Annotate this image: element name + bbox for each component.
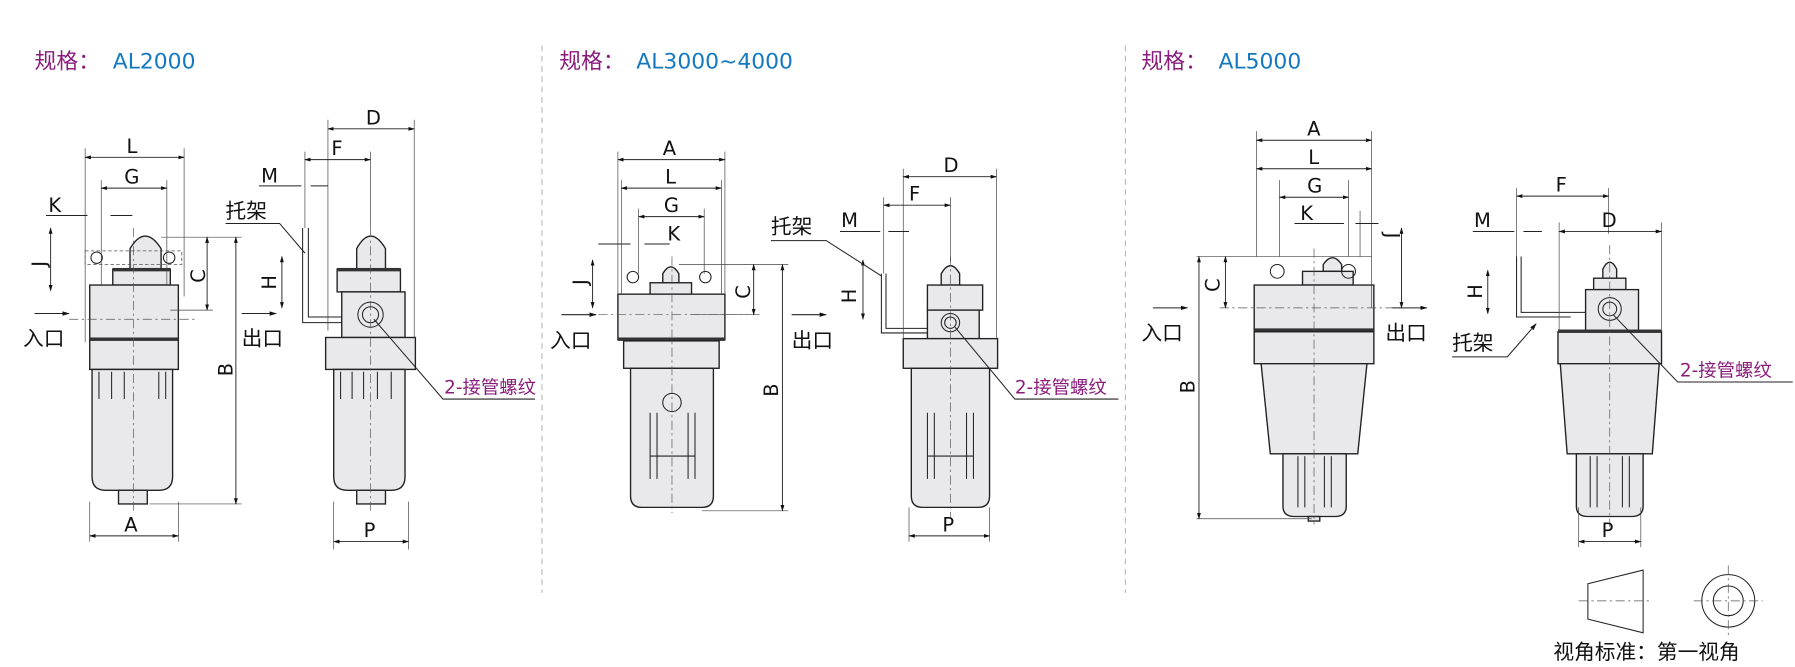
outlet-label: 出口 [792, 329, 833, 353]
dim-A: A [124, 513, 138, 536]
projection-label: 视角标准：第一视角 [1553, 640, 1739, 664]
dim-C: C [187, 269, 210, 283]
al3000-front-dimensions: A L G K J C B 入口 出口 [550, 137, 833, 512]
al2000-front-dimensions: L G K J C B A 入口 出口 [23, 135, 283, 542]
al2000-front-view [69, 228, 196, 514]
thread-label: 2-接管螺纹 [1680, 360, 1772, 381]
al3000-front-view [598, 256, 748, 514]
dim-H: H [838, 289, 861, 304]
dim-G: G [124, 166, 139, 189]
first-angle-projection-symbol: 视角标准：第一视角 [1553, 565, 1763, 664]
panel-title: 规格： [1141, 49, 1207, 74]
dim-B: B [214, 363, 237, 376]
dim-L: L [127, 135, 138, 158]
al3000-side-dimensions: D F M H P 托架 2-接管螺纹 [770, 154, 1119, 542]
inlet-label: 入口 [550, 329, 591, 353]
panel-title: 规格： [35, 49, 101, 74]
al5000-side-view [1516, 245, 1663, 527]
dim-M: M [841, 209, 858, 232]
panel-title: 规格： [559, 49, 625, 74]
dim-P: P [364, 519, 376, 542]
al5000-front-dimensions: A L G K J C B 入口 出口 [1141, 118, 1428, 520]
dim-A: A [1307, 118, 1321, 141]
al2000-side-dimensions: D F M H P 托架 2-接管螺纹 [226, 106, 536, 550]
dim-G: G [1307, 175, 1322, 198]
bracket-label: 托架 [226, 199, 267, 223]
dim-F: F [1556, 174, 1567, 197]
al3000-side-view [880, 256, 999, 519]
bracket-label: 托架 [771, 215, 812, 239]
dim-P: P [1602, 519, 1614, 542]
dim-D: D [366, 106, 381, 129]
dim-K: K [1300, 202, 1314, 225]
dim-D: D [944, 154, 959, 177]
dim-M: M [261, 165, 278, 188]
bracket-label: 托架 [1452, 331, 1493, 355]
dim-J: J [569, 279, 592, 286]
dim-M: M [1474, 209, 1491, 232]
inlet-label: 入口 [23, 327, 64, 351]
outlet-label: 出口 [1385, 321, 1426, 345]
dim-A: A [663, 137, 677, 160]
al5000-side-dimensions: F D M H P 托架 2-接管螺纹 [1452, 174, 1793, 548]
al5000-front-view [1219, 248, 1407, 525]
thread-label: 2-接管螺纹 [1015, 377, 1107, 398]
dim-L: L [1308, 146, 1319, 169]
dim-D: D [1602, 209, 1617, 232]
dim-J: J [28, 261, 51, 268]
thread-label: 2-接管螺纹 [444, 377, 536, 398]
panel-model: AL2000 [113, 49, 196, 74]
outlet-label: 出口 [242, 327, 283, 351]
dim-G: G [664, 194, 679, 217]
dim-K: K [667, 223, 681, 246]
inlet-label: 入口 [1141, 321, 1182, 345]
dim-P: P [942, 513, 954, 536]
dim-C: C [1202, 278, 1225, 292]
dim-B: B [760, 383, 783, 396]
dim-K: K [48, 194, 62, 217]
dim-H: H [1464, 284, 1487, 299]
dim-B: B [1176, 380, 1199, 393]
panel-model: AL3000~4000 [636, 49, 793, 74]
dim-F: F [331, 137, 342, 160]
al2000-side-view [302, 228, 417, 514]
dim-F: F [909, 183, 920, 206]
dim-C: C [732, 285, 755, 299]
dim-H: H [258, 275, 281, 290]
panel-model: AL5000 [1219, 49, 1302, 74]
dim-L: L [665, 166, 676, 189]
dim-J: J [1380, 232, 1403, 239]
